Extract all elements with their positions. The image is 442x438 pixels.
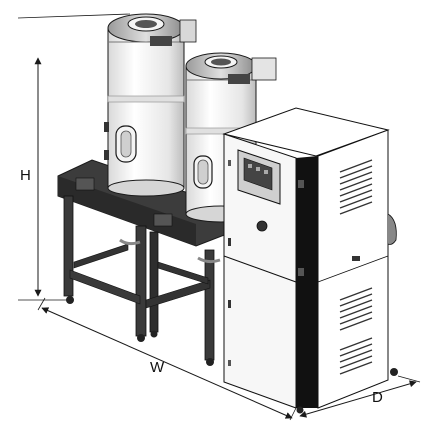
frame-control-box	[75, 177, 95, 191]
caster-wheel-icon	[150, 330, 158, 338]
caster-wheel-icon	[137, 334, 145, 342]
caster-wheel-icon	[66, 296, 74, 304]
caster-wheel-icon	[390, 368, 398, 376]
depth-label: D	[372, 389, 383, 406]
frame-control-box	[153, 213, 173, 227]
dimension-arrow-icon	[41, 307, 293, 419]
support-frame	[57, 159, 233, 366]
caster-wheel-icon	[296, 406, 304, 414]
dimension-height: H	[17, 13, 131, 301]
dimension-arrow-icon	[299, 380, 417, 418]
vent-grille-icon	[339, 159, 373, 215]
dimension-width: W	[37, 297, 297, 421]
vent-grille-icon	[339, 337, 373, 375]
dimension-depth: D	[299, 375, 421, 418]
height-label: H	[20, 167, 31, 184]
side-label-plate	[352, 256, 360, 261]
dryer-cabinet	[222, 107, 398, 414]
vent-grille-icon	[339, 287, 373, 331]
caster-wheel-icon	[206, 358, 214, 366]
width-label: W	[150, 359, 165, 376]
hopper-left	[104, 13, 197, 197]
side-fitting	[387, 213, 397, 245]
